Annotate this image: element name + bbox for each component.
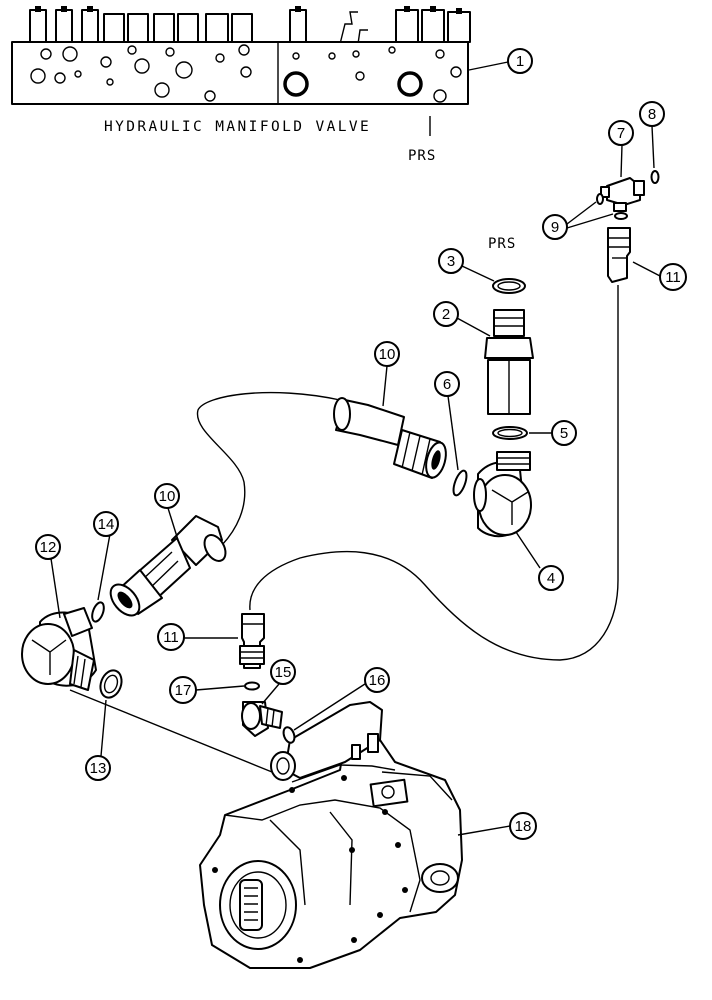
callout-15: 15 [270,659,296,685]
callout-17: 17 [169,676,197,704]
svg-text:9: 9 [551,219,559,236]
svg-text:5: 5 [560,425,568,442]
callout-4: 4 [538,565,564,591]
o-ring-17 [244,681,260,691]
tee-fitting-7 [600,177,645,212]
svg-text:8: 8 [648,106,656,123]
callout-6: 6 [434,371,460,397]
callout-9: 9 [542,214,568,240]
callout-12: 12 [35,534,61,560]
elbow-fitting-4 [473,451,532,538]
svg-text:6: 6 [443,376,451,393]
hose-11-long [249,285,619,661]
svg-text:13: 13 [90,760,107,777]
svg-text:15: 15 [275,664,292,681]
svg-text:3: 3 [447,253,455,270]
o-ring-6 [452,469,468,497]
adapter-fitting-2 [484,309,534,415]
o-ring-9b [614,212,628,220]
o-ring-9a [596,193,604,205]
callout-2: 2 [433,301,459,327]
callout-1: 1 [507,48,533,74]
callout-11-top: 11 [659,263,687,291]
manifold-ports [30,44,462,103]
manifold-valve [11,6,471,105]
svg-text:2: 2 [442,306,450,323]
callout-14: 14 [93,511,119,537]
svg-text:10: 10 [379,346,396,363]
callout-10-lower: 10 [154,483,180,509]
callout-7: 7 [608,120,634,146]
prs-label-fitting: PRS [488,236,516,252]
callout-18: 18 [509,812,537,840]
hose-end-11-top [607,227,631,283]
svg-text:16: 16 [369,672,386,689]
o-ring-8 [650,170,660,184]
elbow-fitting-12 [21,607,97,691]
svg-text:7: 7 [617,125,625,142]
manifold-title: HYDRAULIC MANIFOLD VALVE [104,119,371,135]
callout-13: 13 [85,755,111,781]
svg-text:10: 10 [159,488,176,505]
svg-text:11: 11 [163,629,179,646]
hose-end-11-lower [239,613,265,669]
callout-8: 8 [639,101,665,127]
svg-text:12: 12 [40,539,57,556]
callout-10-upper: 10 [374,341,400,367]
o-ring-16 [282,726,296,744]
svg-text:4: 4 [547,570,555,587]
o-ring-14 [91,601,105,623]
callout-16: 16 [364,667,390,693]
manifold-solenoids [29,6,471,45]
svg-text:1: 1 [516,53,524,70]
hose-10-upper [196,391,447,546]
callout-3: 3 [438,248,464,274]
svg-text:17: 17 [175,682,192,699]
hydraulic-pump [199,701,463,969]
o-ring-3 [492,278,526,294]
prs-label-manifold: PRS [408,148,436,164]
svg-text:18: 18 [515,818,532,835]
elbow-fitting-15 [241,701,283,737]
callout-5: 5 [551,420,577,446]
o-ring-13 [99,669,123,699]
svg-text:11: 11 [665,269,681,286]
hose-10-lower [109,515,227,617]
leader-lines [49,61,661,836]
callout-11-lower: 11 [157,623,185,651]
svg-text:14: 14 [98,516,115,533]
